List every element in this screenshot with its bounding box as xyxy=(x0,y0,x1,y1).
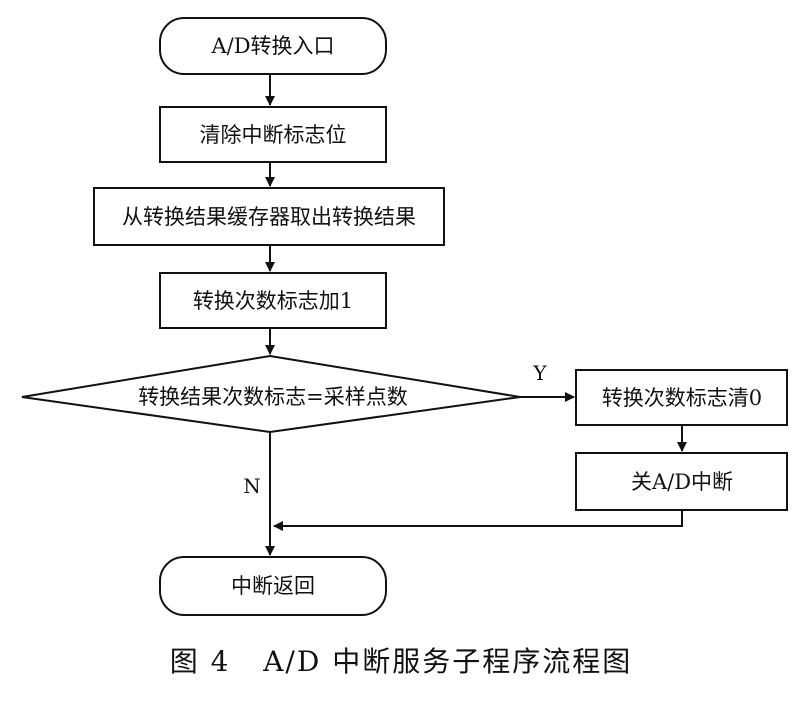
end-label: 中断返回 xyxy=(231,574,315,598)
branch-yes-label: Y xyxy=(532,361,547,385)
decision-label: 转换结果次数标志=采样点数 xyxy=(138,385,408,409)
clear-flag-label: 清除中断标志位 xyxy=(200,123,347,147)
count-clear-label: 转换次数标志清0 xyxy=(602,386,762,410)
branch-no-label: N xyxy=(243,474,261,498)
connector-disable-return xyxy=(273,510,683,531)
start-label: A/D转换入口 xyxy=(210,34,334,58)
end-terminal xyxy=(159,556,387,616)
flowchart-diagram: A/D转换入口 清除中断标志位 从转换结果缓存器取出转换结果 转换次数标志加1 … xyxy=(21,17,788,616)
count-increment-box xyxy=(159,272,387,329)
figure-caption: 图 4 A/D 中断服务子程序流程图 xyxy=(169,645,633,678)
disable-interrupt-label: 关A/D中断 xyxy=(631,470,733,494)
start-terminal xyxy=(159,17,387,75)
fetch-result-label: 从转换结果缓存器取出转换结果 xyxy=(122,205,416,229)
clear-flag-box xyxy=(159,106,387,163)
count-increment-label: 转换次数标志加1 xyxy=(193,289,353,313)
